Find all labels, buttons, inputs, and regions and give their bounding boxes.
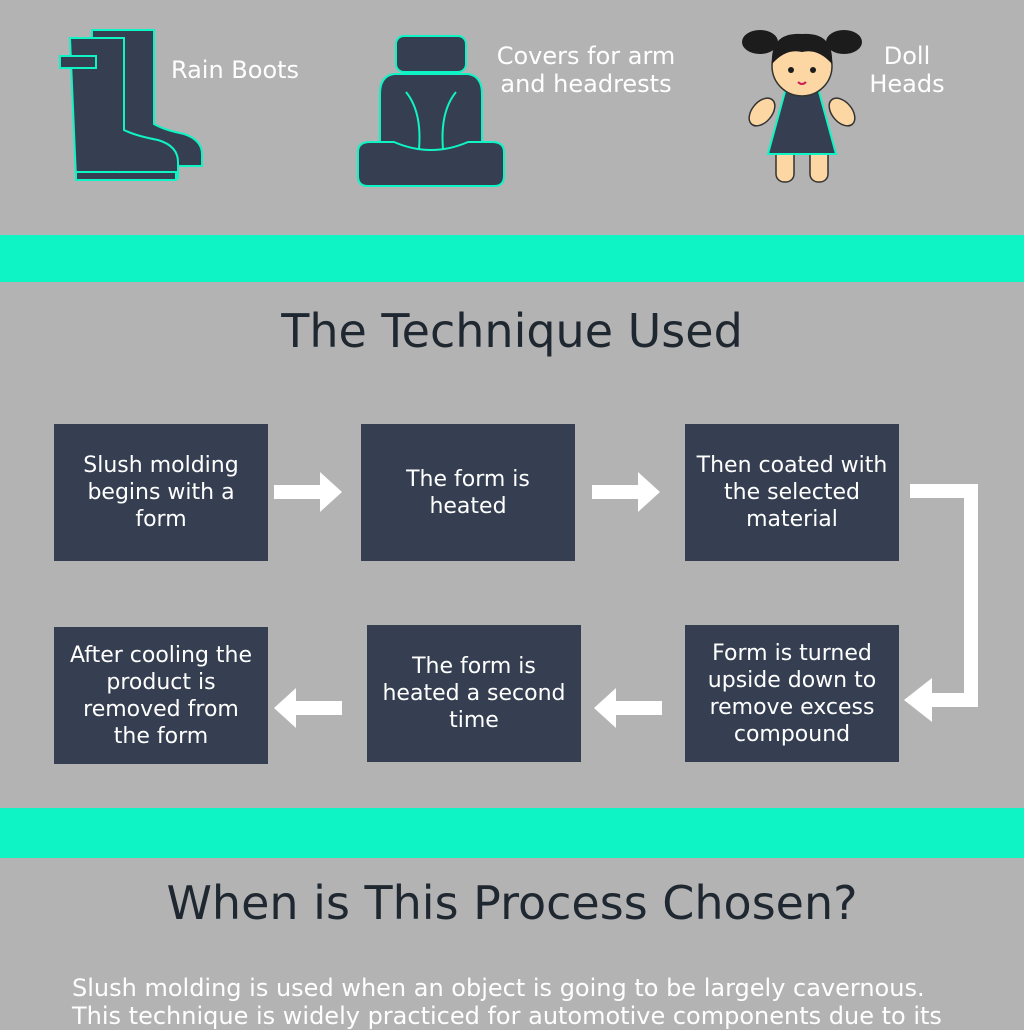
when-heading: When is This Process Chosen? (166, 876, 858, 930)
product-label-covers: Covers for arm and headrests (496, 42, 676, 98)
technique-heading: The Technique Used (281, 304, 743, 358)
when-body-line-1: Slush molding is used when an object is … (72, 974, 925, 1002)
arrow-left-icon (274, 688, 342, 728)
arrow-turn-down-icon (904, 484, 978, 722)
accent-band-top (0, 235, 1024, 282)
arrow-right-icon (274, 472, 342, 512)
step-1-box: Slush molding begins with a form (54, 424, 268, 561)
step-4-box: Form is turned upside down to remove exc… (685, 625, 899, 762)
when-body-line-2: This technique is widely practiced for a… (72, 1002, 942, 1030)
arrow-right-icon (592, 472, 660, 512)
doll-icon (742, 30, 862, 183)
accent-band-middle (0, 808, 1024, 858)
step-2-box: The form is heated (361, 424, 575, 561)
car-seat-icon (357, 35, 505, 187)
step-6-box: After cooling the product is removed fro… (54, 627, 268, 764)
rain-boots-icon (59, 29, 203, 181)
step-3-box: Then coated with the selected material (685, 424, 899, 561)
product-label-doll-heads: Doll Heads (869, 42, 945, 98)
arrow-left-icon (594, 688, 662, 728)
step-5-box: The form is heated a second time (367, 625, 581, 762)
product-label-rain-boots: Rain Boots (170, 56, 300, 84)
